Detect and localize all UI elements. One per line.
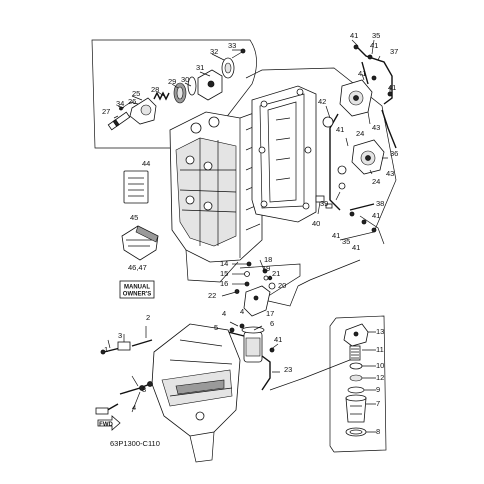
callout-42: 42 <box>318 97 326 106</box>
filter-bracket <box>243 285 271 317</box>
callout-1: 1 <box>104 345 108 354</box>
callout-3: 3 <box>142 385 146 394</box>
fuel-filter-assembly <box>221 259 361 391</box>
callout-15: 15 <box>220 269 228 278</box>
callout-17: 17 <box>266 309 274 318</box>
callout-43: 43 <box>386 169 394 178</box>
callout-32: 32 <box>210 47 218 56</box>
callout-39: 39 <box>320 199 328 208</box>
fwd-arrow <box>97 415 121 431</box>
right-pump-group <box>245 39 397 245</box>
callout-46-47: 46,47 <box>128 263 147 272</box>
callout-5: 5 <box>214 323 218 332</box>
callout-45: 45 <box>130 213 138 222</box>
filter-bowl <box>345 397 367 423</box>
callout-10: 10 <box>376 361 384 370</box>
callout-41: 41 <box>352 243 360 252</box>
cylinder-cover <box>251 85 317 223</box>
callout-24: 24 <box>372 177 380 186</box>
callout-27: 27 <box>102 107 110 116</box>
callout-38: 38 <box>376 199 384 208</box>
callout-41: 41 <box>370 41 378 50</box>
lower-bracket <box>151 323 241 463</box>
callout-44: 44 <box>142 159 150 168</box>
callout-43: 43 <box>372 123 380 132</box>
callout-37: 37 <box>390 47 398 56</box>
callout-34: 34 <box>116 99 124 108</box>
callout-14: 14 <box>220 259 228 268</box>
callout-6: 6 <box>270 319 274 328</box>
lower-hoses: FWD <box>95 326 153 431</box>
callout-41: 41 <box>358 69 366 78</box>
callout-8: 8 <box>376 427 380 436</box>
callout-41: 41 <box>274 335 282 344</box>
callout-40: 40 <box>312 219 320 228</box>
callout-13: 13 <box>376 327 384 336</box>
callout-35: 35 <box>372 31 380 40</box>
label-sticker-44 <box>123 170 149 204</box>
callout-18: 18 <box>264 255 272 264</box>
callout-11: 11 <box>376 345 384 354</box>
callout-35: 35 <box>342 237 350 246</box>
callout-41: 41 <box>332 231 340 240</box>
callout-22: 22 <box>208 291 216 300</box>
callout-41: 41 <box>388 83 396 92</box>
callout-20: 20 <box>278 281 286 290</box>
callout-4: 4 <box>240 307 244 316</box>
callout-41: 41 <box>336 125 344 134</box>
callout-23: 23 <box>284 365 292 374</box>
callout-16: 16 <box>220 279 228 288</box>
callout-7: 7 <box>376 399 380 408</box>
engine-block <box>169 109 263 283</box>
owners-manual: MANUAL OWNER'S <box>119 280 155 299</box>
diagram-code: 63P1300-C110 <box>110 439 160 448</box>
fuel-joint <box>117 341 131 351</box>
manual-label-line2: OWNER'S <box>123 292 151 298</box>
pump-rod <box>107 111 131 131</box>
callout-25: 25 <box>132 89 140 98</box>
callout-12: 12 <box>376 373 384 382</box>
callout-4: 4 <box>132 403 136 412</box>
callout-30: 30 <box>181 75 189 84</box>
label-sticker-45 <box>121 225 159 261</box>
callout-28: 28 <box>151 85 159 94</box>
fwd-label: FWD <box>99 422 113 428</box>
callout-19: 19 <box>262 264 270 273</box>
callout-41: 41 <box>372 211 380 220</box>
callout-41: 41 <box>350 31 358 40</box>
callout-31: 31 <box>196 63 204 72</box>
callout-21: 21 <box>272 269 280 278</box>
callout-29: 29 <box>168 77 176 86</box>
pump-spring <box>153 91 170 101</box>
callout-4: 4 <box>222 309 226 318</box>
manual-label-line1: MANUAL <box>124 285 150 291</box>
callout-24: 24 <box>356 129 364 138</box>
filter-detail-box <box>329 315 387 453</box>
callout-36: 36 <box>390 149 398 158</box>
callout-3: 3 <box>118 331 122 340</box>
fuel-pump-group <box>91 39 257 149</box>
callout-9: 9 <box>376 385 380 394</box>
callout-26: 26 <box>128 97 136 106</box>
callout-33: 33 <box>228 41 236 50</box>
callout-2: 2 <box>146 313 150 322</box>
